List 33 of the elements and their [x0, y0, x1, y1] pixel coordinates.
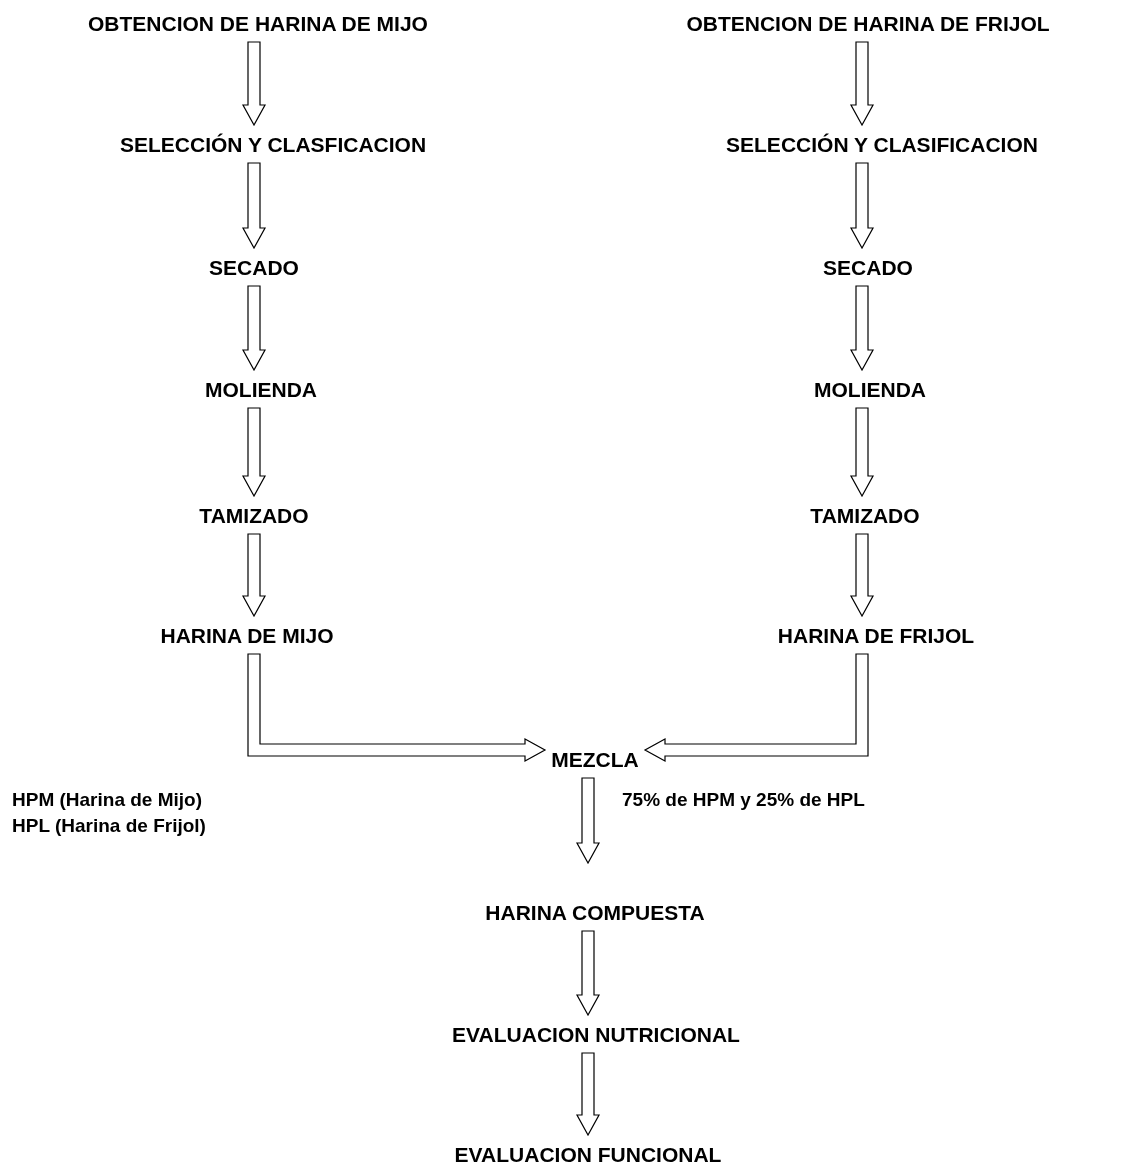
step-label: HARINA COMPUESTA — [485, 901, 705, 925]
hollow-arrow — [850, 285, 874, 372]
hollow-arrow — [242, 41, 266, 127]
step-label: HARINA DE MIJO — [160, 624, 334, 648]
abbreviation-note: HPL (Harina de Frijol) — [12, 814, 206, 838]
hollow-arrow — [242, 285, 266, 372]
step-label: TAMIZADO — [810, 504, 920, 528]
step-label: EVALUACION NUTRICIONAL — [452, 1023, 740, 1047]
hollow-arrow — [576, 1052, 600, 1137]
hollow-arrow — [242, 162, 266, 250]
hollow-arrow — [850, 41, 874, 127]
step-label: OBTENCION DE HARINA DE FRIJOL — [686, 12, 1050, 36]
step-label: MEZCLA — [551, 748, 639, 772]
abbreviation-note: HPM (Harina de Mijo) — [12, 788, 202, 812]
step-label: MOLIENDA — [205, 378, 317, 402]
hollow-arrow — [247, 653, 547, 762]
hollow-arrow — [643, 653, 869, 762]
step-label: TAMIZADO — [199, 504, 309, 528]
hollow-arrow — [850, 407, 874, 498]
step-label: OBTENCION DE HARINA DE MIJO — [88, 12, 428, 36]
hollow-arrow — [576, 930, 600, 1017]
hollow-arrow — [850, 533, 874, 618]
step-label: SECADO — [823, 256, 913, 280]
step-label: SELECCIÓN Y CLASIFICACION — [726, 133, 1038, 157]
hollow-arrow — [242, 407, 266, 498]
hollow-arrow — [576, 777, 600, 865]
hollow-arrow — [850, 162, 874, 250]
step-label: MOLIENDA — [814, 378, 926, 402]
step-label: EVALUACION FUNCIONAL — [454, 1143, 722, 1167]
step-label: SECADO — [209, 256, 299, 280]
hollow-arrow — [242, 533, 266, 618]
step-label: HARINA DE FRIJOL — [777, 624, 975, 648]
step-label: SELECCIÓN Y CLASFICACION — [119, 133, 427, 157]
